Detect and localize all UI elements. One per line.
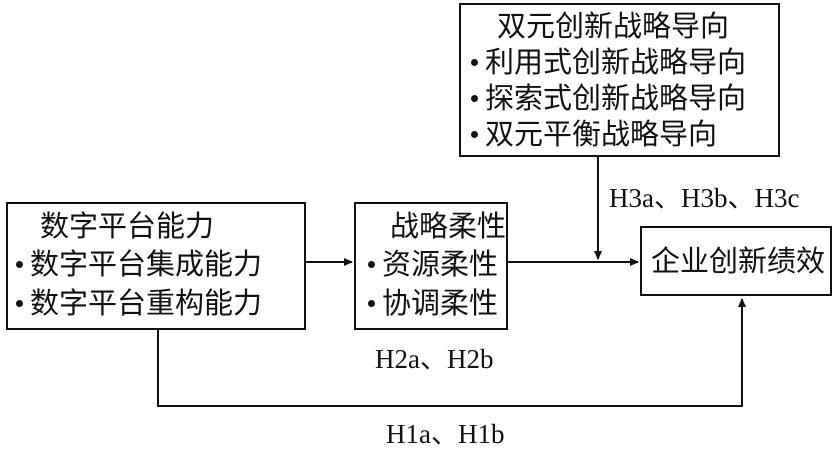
hypothesis-h3-label: H3a、H3b、H3c (609, 183, 800, 213)
digital-platform-box: 数字平台能力 数字平台集成能力 数字平台重构能力 (6, 202, 306, 330)
arrow-platform-to-outcome (157, 298, 746, 407)
strategic-flexibility-item: 协调柔性 (368, 287, 498, 319)
dual-innovation-item: 探索式创新战略导向 (471, 82, 746, 114)
strategic-flexibility-item: 资源柔性 (368, 248, 498, 280)
strategic-flexibility-box: 战略柔性 资源柔性 协调柔性 (354, 202, 508, 330)
bullet-icon (16, 299, 23, 307)
digital-platform-title: 数字平台能力 (40, 209, 215, 243)
bullet-icon (471, 94, 478, 102)
hypothesis-h1-label: H1a、H1b (386, 419, 505, 449)
dual-innovation-title: 双元创新战略导向 (497, 9, 730, 43)
bullet-icon (471, 130, 478, 138)
dual-innovation-item: 双元平衡战略导向 (471, 118, 717, 150)
strategic-flexibility-title: 战略柔性 (390, 209, 507, 243)
dual-innovation-item: 利用式创新战略导向 (471, 46, 746, 78)
bullet-icon (471, 58, 478, 66)
innovation-performance-title: 企业创新绩效 (651, 244, 826, 278)
bullet-icon (16, 260, 23, 268)
innovation-performance-box: 企业创新绩效 (640, 226, 832, 296)
bullet-icon (368, 260, 375, 268)
bullet-icon (368, 299, 375, 307)
hypothesis-h2-label: H2a、H2b (375, 344, 494, 374)
digital-platform-item: 数字平台集成能力 (16, 248, 262, 280)
dual-innovation-box: 双元创新战略导向 利用式创新战略导向 探索式创新战略导向 双元平衡战略导向 (459, 3, 780, 157)
digital-platform-item: 数字平台重构能力 (16, 287, 262, 319)
